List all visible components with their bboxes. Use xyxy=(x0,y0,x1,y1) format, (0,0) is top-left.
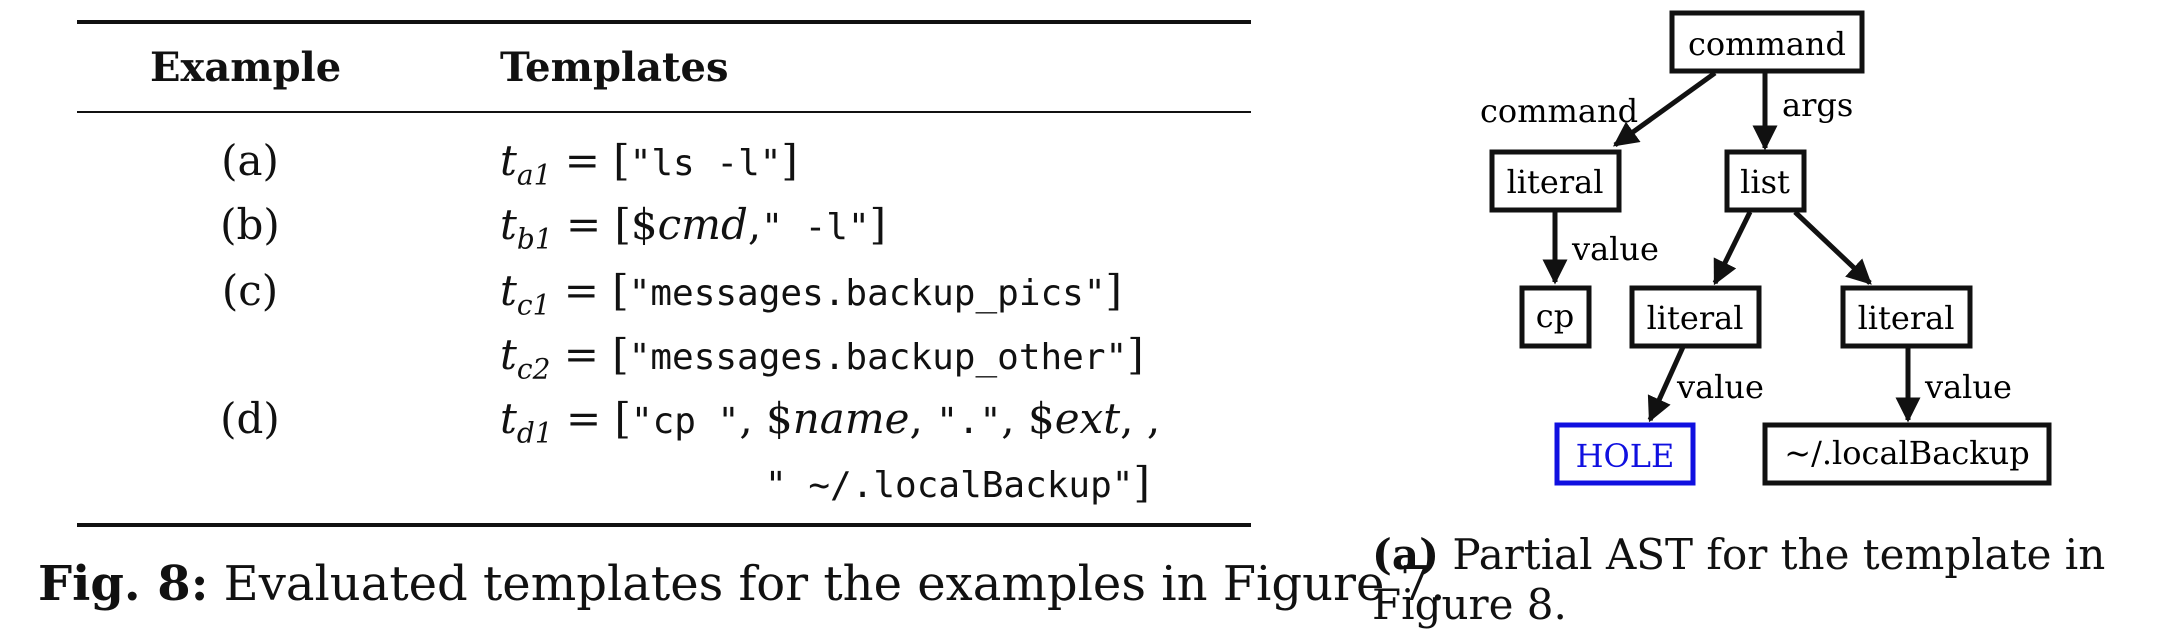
node-literal1-box xyxy=(1489,149,1622,213)
template-sep: , , xyxy=(1120,394,1161,443)
template-code: "messages.backup_pics" xyxy=(628,273,1106,314)
template-sep: , $ xyxy=(1001,394,1055,443)
edge-label-command: command xyxy=(1480,92,1638,130)
template-var: t xyxy=(500,394,517,443)
template-sub: c2 xyxy=(516,352,551,386)
template-sep: , $ xyxy=(739,394,793,443)
template-sep: , xyxy=(909,394,937,443)
node-literal2-box xyxy=(1629,285,1762,349)
template-eq: = [ xyxy=(564,136,630,185)
edge-literal2-value xyxy=(1647,345,1686,423)
row-label-c: (c) xyxy=(221,266,279,315)
template-c2: tc2 = ["messages.backup_other"] xyxy=(500,330,1144,385)
node-hole: HOLE xyxy=(1576,437,1675,475)
figure-caption: Fig. 8: Evaluated templates for the exam… xyxy=(38,556,1445,612)
template-var: t xyxy=(500,266,517,315)
edge-label-value-3: value xyxy=(1924,368,2012,406)
template-b1: tb1 = [$cmd," -l"] xyxy=(500,200,886,255)
template-code-cp: "cp " xyxy=(630,401,740,442)
template-comma: , xyxy=(747,200,762,249)
template-close: ] xyxy=(1127,330,1144,379)
template-var-ext: ext xyxy=(1054,394,1121,443)
template-code: "messages.backup_other" xyxy=(628,337,1128,378)
table-top-rule xyxy=(77,20,1251,24)
template-code: " -l" xyxy=(761,207,870,248)
template-code: "ls -l" xyxy=(629,143,782,184)
edge-list-literal3 xyxy=(1793,210,1872,285)
edge-list-literal2 xyxy=(1712,210,1753,286)
template-close: ] xyxy=(1133,458,1150,507)
template-var: t xyxy=(500,136,517,185)
edge-label-args: args xyxy=(1782,86,1853,124)
template-eq: = [ xyxy=(566,394,631,443)
node-hole-box xyxy=(1554,422,1696,486)
subcaption-text: Partial AST for the template in xyxy=(1438,530,2106,579)
node-cp: cp xyxy=(1536,297,1574,335)
template-sub: b1 xyxy=(516,222,553,256)
template-code-backup: " ~/.localBackup" xyxy=(765,465,1134,506)
node-backup: ~/.localBackup xyxy=(1784,434,2030,472)
table-bottom-rule xyxy=(77,523,1251,527)
template-sub: a1 xyxy=(516,158,552,192)
subfigure-caption-line1: (a) Partial AST for the template in xyxy=(1372,530,2105,579)
caption-label: Fig. 8: xyxy=(38,556,209,612)
template-code-dot: "." xyxy=(936,401,1002,442)
edge-label-value-2: value xyxy=(1676,368,1764,406)
node-literal3-box xyxy=(1840,285,1973,349)
template-var: t xyxy=(500,330,517,379)
template-d1-continuation: " ~/.localBackup"] xyxy=(765,458,1150,507)
template-sub: d1 xyxy=(516,416,553,450)
template-sub: c1 xyxy=(516,288,551,322)
template-d1: td1 = ["cp ", $name, ".", $ext, , xyxy=(500,394,1160,449)
template-eq: = [ xyxy=(563,266,629,315)
node-backup-box xyxy=(1762,422,2052,486)
template-eq: = [$ xyxy=(566,200,658,249)
row-label-b: (b) xyxy=(220,200,280,249)
template-close: ] xyxy=(869,200,887,249)
node-cp-box xyxy=(1519,285,1592,349)
row-label-a: (a) xyxy=(221,136,279,185)
node-command-box xyxy=(1669,10,1865,74)
node-list: list xyxy=(1740,163,1790,201)
template-var-cmd: cmd xyxy=(657,200,748,249)
template-var-name: name xyxy=(792,394,910,443)
node-literal1: literal xyxy=(1507,163,1604,201)
header-templates: Templates xyxy=(500,44,729,91)
template-eq: = [ xyxy=(563,330,629,379)
row-label-d: (d) xyxy=(220,394,280,443)
caption-text: Evaluated templates for the examples in … xyxy=(208,556,1446,612)
node-literal3: literal xyxy=(1858,299,1955,337)
template-close: ] xyxy=(781,136,798,185)
node-command: command xyxy=(1688,25,1846,63)
template-a1: ta1 = ["ls -l"] xyxy=(500,136,798,191)
template-c1: tc1 = ["messages.backup_pics"] xyxy=(500,266,1122,321)
node-list-box xyxy=(1724,149,1807,213)
subcaption-label: (a) xyxy=(1372,530,1439,579)
edge-label-value-1: value xyxy=(1571,230,1659,268)
subfigure-caption-line2: Figure 8. xyxy=(1372,580,1567,629)
table-header-rule xyxy=(77,111,1251,113)
node-literal2: literal xyxy=(1647,299,1744,337)
edge-command-command xyxy=(1612,70,1717,148)
template-var: t xyxy=(500,200,517,249)
template-close: ] xyxy=(1105,266,1122,315)
header-example: Example xyxy=(150,44,342,91)
